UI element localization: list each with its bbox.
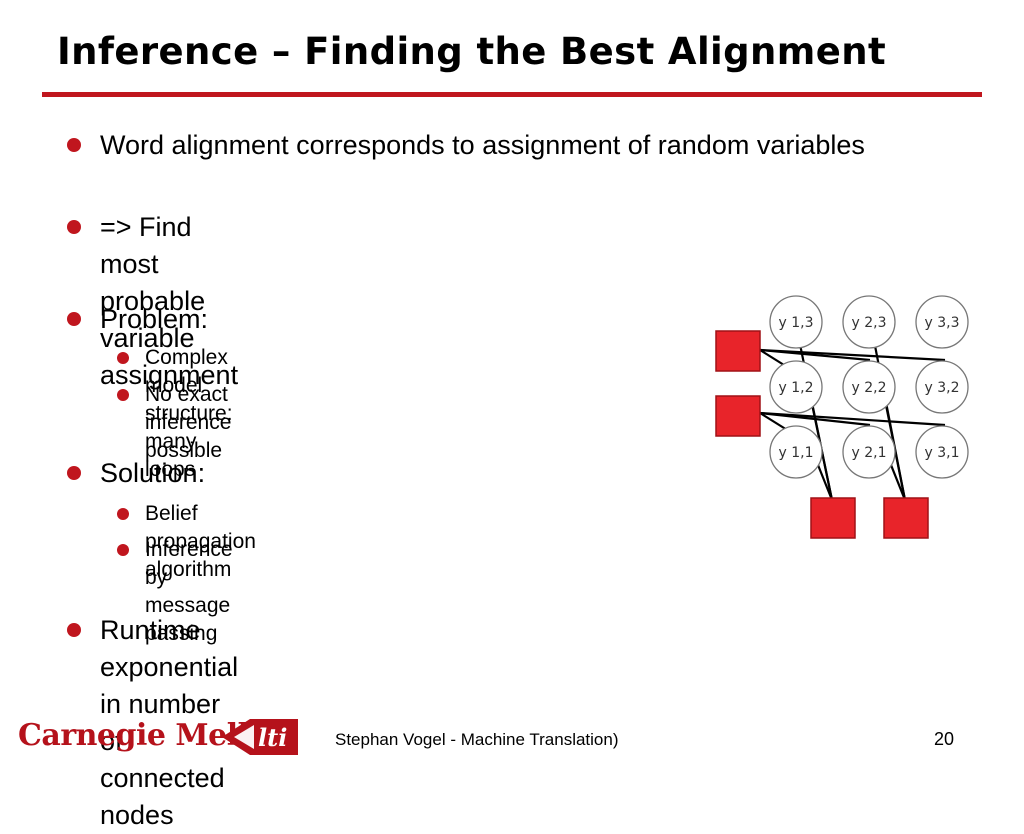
- sub-bullet-item: Complex model structure: many loops: [117, 344, 233, 484]
- factor-nodes: [715, 330, 929, 539]
- bullet-text: Solution:: [100, 458, 206, 488]
- lti-logo-text: lti: [258, 723, 287, 752]
- footer-caption: Stephan Vogel - Machine Translation): [335, 730, 619, 749]
- bullet-item: Word alignment corresponds to assignment…: [67, 127, 870, 164]
- bullet-dot-icon: [67, 623, 81, 637]
- sub-bullet-text: Complex model structure: many loops: [145, 346, 233, 481]
- variable-node: y 3,2: [915, 360, 969, 414]
- variable-nodes: y 1,3 y 2,3 y 3,3 y 1,2 y 2,2 y 3,2: [769, 295, 969, 479]
- sub-bullet-dot-icon: [117, 389, 129, 401]
- factor-node: [810, 497, 856, 539]
- factor-node: [883, 497, 929, 539]
- node-label: y 1,2: [779, 380, 814, 396]
- node-label: y 3,3: [925, 315, 960, 331]
- title-underline: [42, 92, 982, 97]
- bullet-dot-icon: [67, 220, 81, 234]
- variable-node: y 3,1: [915, 425, 969, 479]
- node-label: y 3,2: [925, 380, 960, 396]
- sub-bullet-dot-icon: [117, 544, 129, 556]
- bullet-item: Solution:: [67, 455, 206, 492]
- edge: [759, 348, 871, 362]
- factor-node: [715, 330, 761, 372]
- variable-node: y 2,3: [842, 295, 896, 349]
- node-label: y 1,1: [779, 445, 814, 461]
- variable-node: y 1,3: [769, 295, 823, 349]
- edge: [759, 411, 946, 427]
- sub-bullet-text: No exact inference possible: [145, 383, 232, 462]
- node-label: y 3,1: [925, 445, 960, 461]
- lti-logo-icon: lti: [222, 719, 298, 755]
- variable-node: y 2,1: [842, 425, 896, 479]
- page-number: 20: [934, 729, 955, 749]
- bullet-text: => Find most probable variable assignmen…: [100, 212, 239, 390]
- node-label: y 2,1: [852, 445, 887, 461]
- bullet-dot-icon: [67, 312, 81, 326]
- bullet-item: => Find most probable variable assignmen…: [67, 209, 239, 394]
- variable-node: y 2,2: [842, 360, 896, 414]
- variable-node: y 1,2: [769, 360, 823, 414]
- slide: Inference – Finding the Best Alignment W…: [18, 30, 982, 830]
- sub-bullet-text: Inference by message passing: [145, 538, 233, 645]
- factor-graph-diagram: y 1,3 y 2,3 y 3,3 y 1,2 y 2,2 y 3,2: [715, 295, 969, 539]
- bullet-text: Problem:: [100, 304, 209, 334]
- edge: [759, 348, 946, 362]
- sub-bullet-item: Belief propagation algorithm: [117, 500, 256, 584]
- node-label: y 1,3: [779, 315, 814, 331]
- bullet-dot-icon: [67, 138, 81, 152]
- variable-node: y 3,3: [915, 295, 969, 349]
- sub-bullet-item: No exact inference possible: [117, 381, 232, 465]
- sub-bullet-item: Inference by message passing: [117, 536, 233, 648]
- sub-bullet-text: Belief propagation algorithm: [145, 502, 256, 581]
- sub-bullet-dot-icon: [117, 508, 129, 520]
- bullet-item: Problem:: [67, 301, 209, 338]
- factor-node: [715, 395, 761, 437]
- node-label: y 2,3: [852, 315, 887, 331]
- slide-title: Inference – Finding the Best Alignment: [57, 30, 887, 73]
- bullet-text: Word alignment corresponds to assignment…: [100, 130, 865, 160]
- bullet-dot-icon: [67, 466, 81, 480]
- sub-bullet-dot-icon: [117, 352, 129, 364]
- variable-node: y 1,1: [769, 425, 823, 479]
- node-label: y 2,2: [852, 380, 887, 396]
